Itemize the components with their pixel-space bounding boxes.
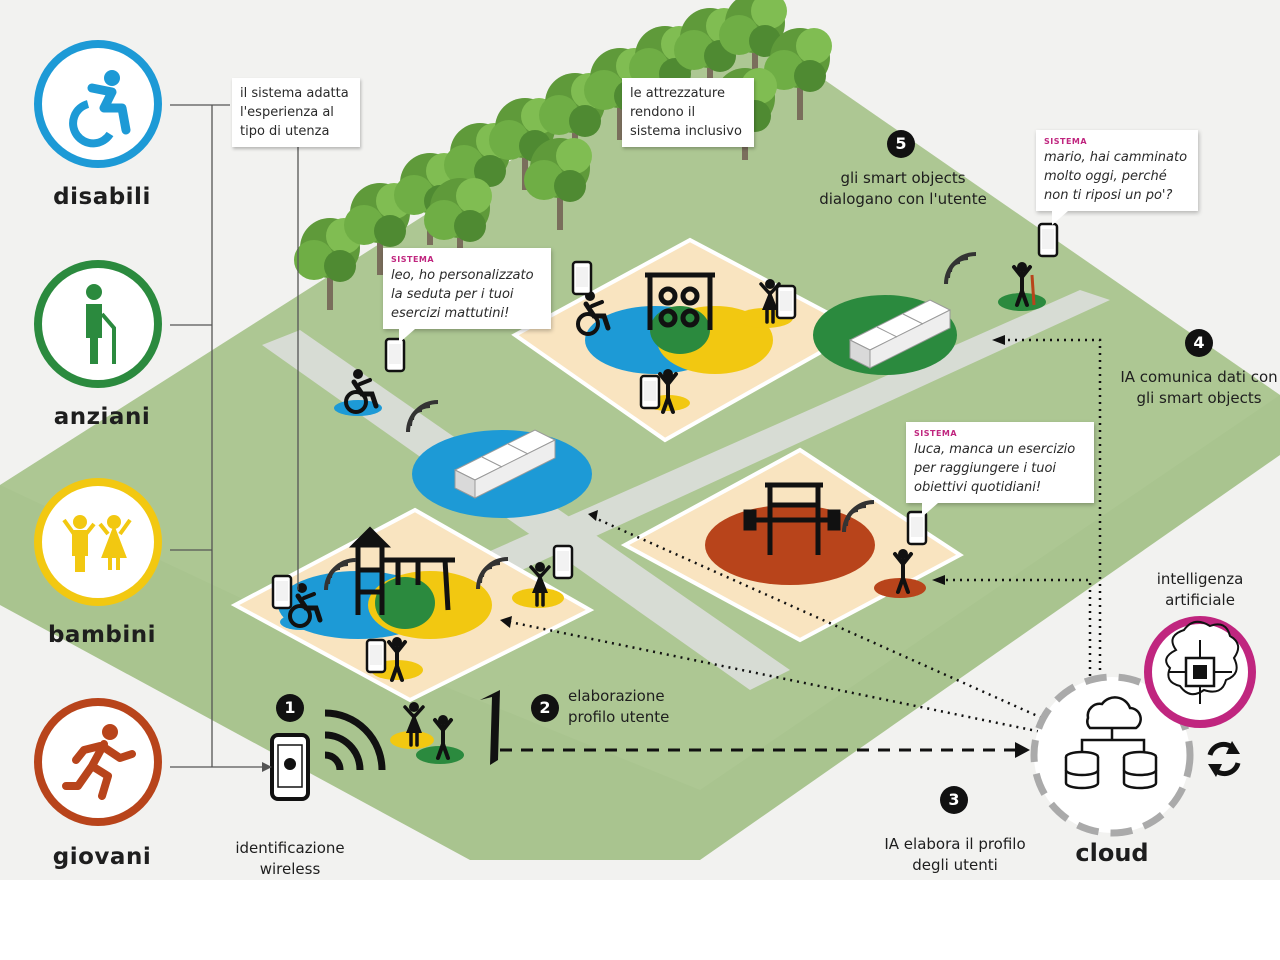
ai-node — [1144, 616, 1256, 728]
category-disabili-label: disabili — [53, 184, 151, 210]
note-equipment-inclusive: le attrezzature rendono il sistema inclu… — [622, 78, 754, 147]
category-anziani-circle — [34, 260, 162, 388]
wireless-phone — [270, 733, 310, 801]
step-3-caption: IA elabora il profilo degli utenti — [884, 835, 1026, 874]
step-2-caption: elaborazione profilo utente — [568, 687, 670, 726]
cloud-node — [1030, 673, 1194, 837]
category-giovani-label: giovani — [52, 844, 152, 870]
children-icon — [62, 515, 132, 572]
bubble-leo: SISTEMA leo, ho personalizzato la seduta… — [383, 248, 551, 343]
category-giovani-circle — [34, 698, 162, 826]
category-connector-lines — [170, 104, 299, 768]
step-1-badge: 1 — [276, 694, 304, 722]
isometric-park-illustration — [0, 0, 1280, 860]
climbing-frame — [645, 272, 715, 330]
step-4-caption: IA comunica dati con gli smart objects — [1120, 368, 1278, 407]
bubble-tag: SISTEMA — [914, 429, 958, 438]
step-5-badge: 5 — [887, 130, 915, 158]
category-disabili-circle — [34, 40, 162, 168]
wheelchair-icon — [69, 70, 131, 148]
category-bambini-label: bambini — [47, 622, 157, 648]
bubble-message: luca, manca un esercizio per raggiungere… — [914, 442, 1076, 495]
step-2-badge: 2 — [531, 694, 559, 722]
wireless-waves — [324, 709, 386, 771]
bubble-tag: SISTEMA — [391, 255, 435, 264]
step-3-badge: 3 — [940, 786, 968, 814]
running-person-icon — [62, 724, 136, 800]
note-system-adapts: il sistema adatta l'esperienza al tipo d… — [232, 78, 360, 147]
category-anziani-label: anziani — [53, 404, 151, 430]
category-bambini-circle — [34, 478, 162, 606]
step-5-caption: gli smart objects dialogano con l'utente — [819, 169, 987, 208]
bubble-message: mario, hai camminato molto oggi, perché … — [1044, 150, 1188, 203]
step-4-badge: 4 — [1185, 329, 1213, 357]
bubble-message: leo, ho personalizzato la seduta per i t… — [391, 268, 534, 321]
cloud-dotted-links — [509, 338, 1102, 742]
bubble-luca: SISTEMA luca, manca un esercizio per rag… — [906, 422, 1094, 517]
bubble-mario: SISTEMA mario, hai camminato molto oggi,… — [1036, 130, 1198, 225]
ai-label: intelligenza artificiale — [1156, 570, 1244, 609]
elderly-person-icon — [86, 284, 116, 364]
totem — [480, 685, 510, 765]
pull-up-station — [743, 482, 841, 555]
park-scene: disabili anziani bambini giovani il sist… — [0, 0, 1280, 880]
bubble-tag: SISTEMA — [1044, 137, 1088, 146]
step-1-caption: identificazione wireless — [235, 839, 345, 878]
playground-structure — [348, 526, 455, 615]
cloud-label: cloud — [1075, 839, 1149, 867]
